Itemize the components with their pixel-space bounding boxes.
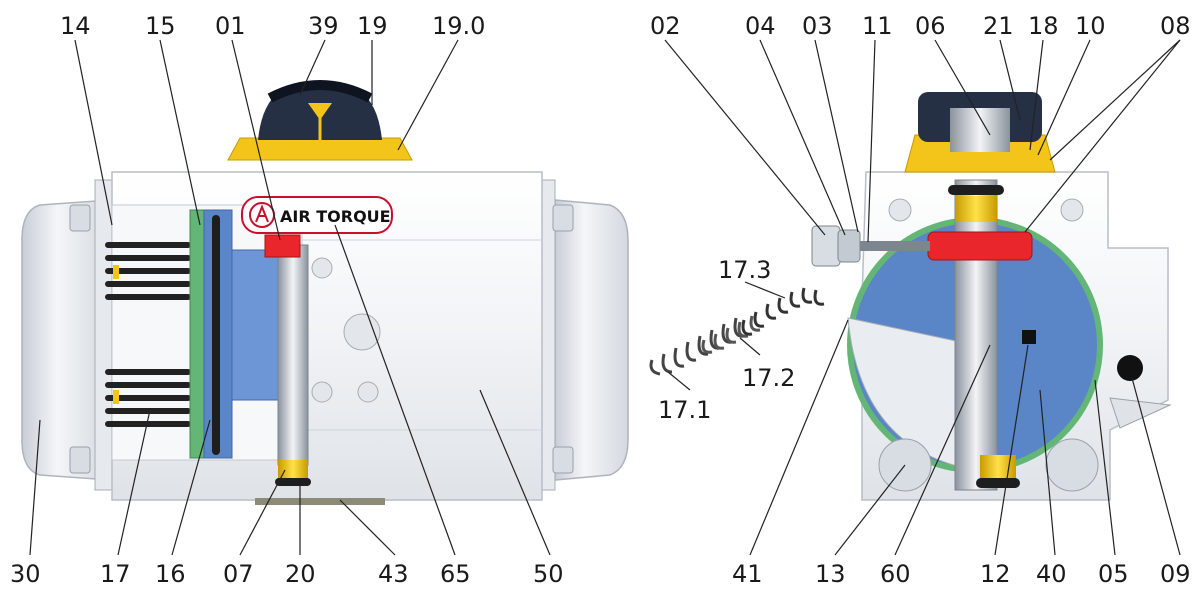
label-05: 05 [1098, 560, 1129, 588]
port-hole [311, 257, 333, 279]
drive-shaft [954, 179, 998, 491]
bottom-port [1045, 438, 1099, 492]
label-06: 06 [915, 12, 946, 40]
label-09: 09 [1160, 560, 1191, 588]
cam-stop-red [264, 234, 301, 258]
cam-stop [927, 231, 1033, 261]
label-17-3: 17.3 [718, 256, 771, 284]
label-01: 01 [215, 12, 246, 40]
label-40: 40 [1036, 560, 1067, 588]
black-plug [1117, 355, 1143, 381]
label-08: 08 [1160, 12, 1191, 40]
mount-hole [888, 198, 912, 222]
label-04: 04 [745, 12, 776, 40]
piston-rack [231, 249, 279, 401]
piston-seal-green [189, 209, 205, 459]
mount-hole [1060, 198, 1084, 222]
indicator-arrow [308, 103, 332, 120]
spring-lower [105, 369, 191, 427]
logo-text: AIR TORQUE [280, 207, 391, 226]
port-hole [343, 313, 381, 351]
label-19: 19 [357, 12, 388, 40]
label-17-2: 17.2 [742, 364, 795, 392]
spring-detail [649, 287, 825, 376]
part-labels: 14 15 01 39 19 19.0 30 17 16 07 20 43 65… [10, 12, 1191, 588]
label-13: 13 [815, 560, 846, 588]
left-end-cap [21, 199, 111, 481]
label-21: 21 [983, 12, 1014, 40]
label-50: 50 [533, 560, 564, 588]
label-12: 12 [980, 560, 1011, 588]
label-02: 02 [650, 12, 681, 40]
shaft-oring [275, 478, 311, 486]
label-03: 03 [802, 12, 833, 40]
pinion-shaft [277, 244, 309, 466]
shaft-oring-upper [948, 185, 1004, 195]
leader-lines [29, 39, 1181, 556]
bolt [69, 204, 91, 232]
port-hole [357, 381, 379, 403]
label-43: 43 [378, 560, 409, 588]
spring-17-2 [701, 315, 761, 354]
right-end-cap [554, 199, 629, 481]
key-block [1022, 330, 1036, 344]
label-17-1: 17.1 [658, 396, 711, 424]
position-indicator [227, 80, 413, 161]
label-17: 17 [100, 560, 131, 588]
spring-upper [105, 242, 191, 300]
label-15: 15 [145, 12, 176, 40]
label-07: 07 [223, 560, 254, 588]
base-plate [255, 498, 385, 505]
spring-17-3 [741, 287, 825, 336]
side-lug [1109, 397, 1172, 429]
bolt [69, 446, 91, 474]
bolt [552, 446, 574, 474]
label-11: 11 [862, 12, 893, 40]
label-20: 20 [285, 560, 316, 588]
port-hole [311, 381, 333, 403]
shaft-bearing-yellow [278, 460, 308, 480]
label-16: 16 [155, 560, 186, 588]
top-indicator [904, 92, 1056, 173]
shaft-yellow-upper [955, 196, 997, 222]
label-19-0: 19.0 [432, 12, 485, 40]
logo-plate [241, 196, 393, 234]
label-14: 14 [60, 12, 91, 40]
spring-17-1 [649, 317, 745, 376]
label-30: 30 [10, 560, 41, 588]
label-39: 39 [308, 12, 339, 40]
label-60: 60 [880, 560, 911, 588]
label-65: 65 [440, 560, 471, 588]
label-41: 41 [732, 560, 763, 588]
shaft-oring-lower [976, 478, 1020, 488]
label-18: 18 [1028, 12, 1059, 40]
label-10: 10 [1075, 12, 1106, 40]
stop-bolt [811, 225, 930, 267]
right-actuator-view [811, 92, 1172, 501]
piston-oring [212, 215, 220, 455]
left-actuator-view: AIR TORQUE [21, 80, 629, 505]
bolt [552, 204, 574, 232]
